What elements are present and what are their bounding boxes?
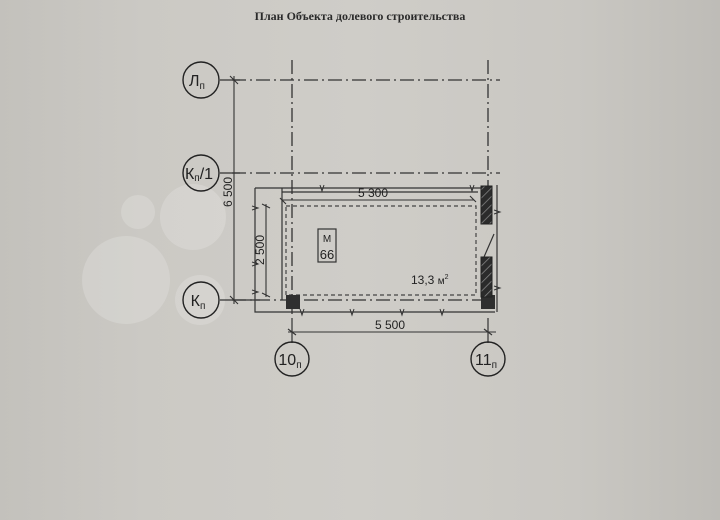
- wall-break-marks: [251, 184, 502, 317]
- axis-grid-lines: [232, 60, 500, 318]
- dimension-5500-label: 5 500: [375, 318, 405, 332]
- axis-bubbles: [182, 61, 506, 377]
- axis-bubble-11p: [470, 341, 506, 377]
- room-area: 13,3 м2: [411, 273, 449, 287]
- dimension-5300-label: 5 300: [358, 186, 388, 200]
- door-swing: [483, 233, 495, 258]
- room-tag-number: 66: [320, 247, 334, 262]
- columns: [286, 295, 495, 309]
- dimension-5300: [279, 195, 477, 205]
- dimension-5500: [287, 328, 496, 336]
- room-tag: М 66: [317, 228, 337, 263]
- axis-label-kp1: Кп/1: [185, 166, 213, 184]
- axis-bubble-lp: [182, 61, 220, 99]
- hatched-wall-lower: [480, 256, 493, 298]
- dimension-2500-label: 2 500: [253, 235, 267, 265]
- axis-bubble-kp1: [182, 154, 220, 192]
- dimension-2500: [261, 203, 271, 298]
- room-outline: [285, 205, 477, 296]
- axis-label-10p: 10п: [278, 352, 301, 371]
- axis-label-11p: 11п: [475, 352, 497, 371]
- axis-leaders: [220, 79, 489, 343]
- column-11p: [481, 295, 495, 309]
- dimension-6500: [229, 75, 239, 305]
- axis-label-kp: Кп: [191, 293, 206, 312]
- hatched-wall-upper: [480, 185, 493, 225]
- axis-bubble-10p: [274, 341, 310, 377]
- axis-label-lp: Лп: [189, 73, 205, 92]
- room-tag-letter: М: [323, 234, 331, 245]
- outer-wall-outline: [254, 185, 498, 313]
- dimension-6500-label: 6 500: [221, 177, 235, 207]
- column-10p: [286, 295, 300, 309]
- axis-bubble-kp: [182, 281, 220, 319]
- page-title: План Объекта долевого строительства: [254, 9, 466, 23]
- watermark: [82, 184, 226, 325]
